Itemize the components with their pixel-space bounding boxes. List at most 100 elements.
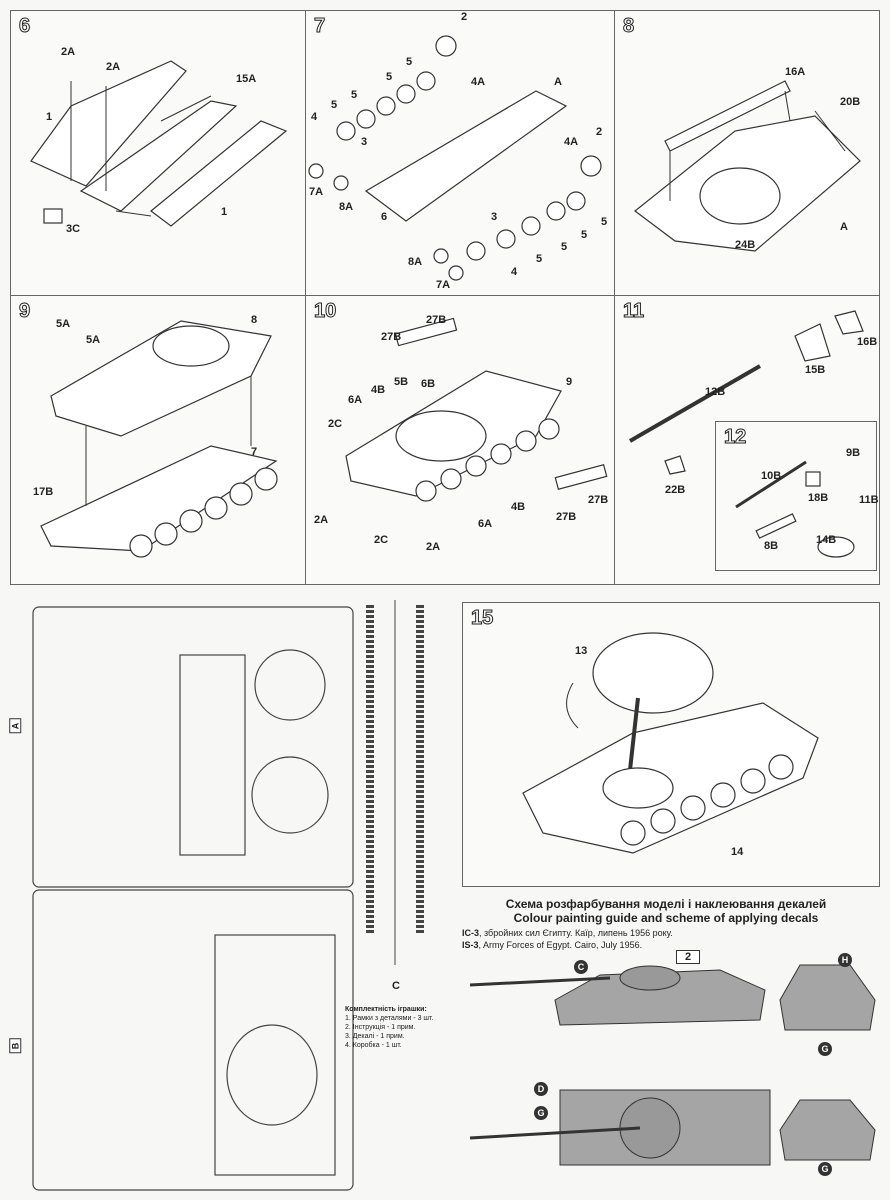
step-10-drawing (345, 317, 608, 502)
part-label: 5 (601, 216, 608, 228)
part-label: 27B (556, 511, 577, 523)
part-label: 27B (381, 331, 402, 343)
part-label: 2 (596, 126, 603, 138)
part-label: 9 (566, 376, 573, 388)
part-label: 12B (705, 386, 726, 398)
part-label: 16B (857, 336, 878, 348)
part-label: 14 (731, 846, 744, 858)
part-label: 6 (381, 211, 388, 223)
part-label: 15A (236, 73, 257, 85)
kit-item: 4. Коробка - 1 шт. (345, 1042, 402, 1049)
step-9-drawing (40, 320, 278, 558)
part-label: 10B (761, 470, 782, 482)
caption-ua-model: IC-3 (462, 928, 480, 938)
caption-en: IS-3, Army Forces of Egypt. Cairo, July … (462, 940, 642, 950)
caption-ua: IC-3, збройних сил Єгипту. Каїр, липень … (462, 928, 673, 938)
caption-en-text: , Army Forces of Egypt. Cairo, July 1956… (478, 940, 643, 950)
step-11-panel: 11 16B 15B 12B 22B 12 9B 10B 18B 11B 8B … (614, 295, 880, 585)
step-12-panel: 12 9B 10B 18B 11B 8B 14B (715, 421, 879, 571)
step-number: 7 (313, 15, 326, 38)
part-label: 4 (311, 111, 318, 123)
step-8-drawing (634, 80, 861, 252)
part-label: 2C (328, 418, 343, 430)
step-number: 8 (622, 15, 635, 38)
part-label: 18B (808, 492, 829, 504)
part-label: 5 (351, 89, 358, 101)
part-label: 5 (386, 71, 393, 83)
part-label: 5B (394, 376, 409, 388)
part-label: 22B (665, 484, 686, 496)
marker-g: G (818, 1042, 832, 1056)
step-number: 12 (723, 426, 747, 449)
part-label: 17B (33, 486, 54, 498)
part-label: 2A (426, 541, 441, 553)
part-label: 5A (86, 334, 101, 346)
part-label: 24B (735, 239, 756, 251)
part-label: 4A (471, 76, 486, 88)
guide-title-en: Colour painting guide and scheme of appl… (513, 911, 819, 925)
part-label: 14B (816, 534, 837, 546)
part-label: 2 (461, 11, 468, 23)
part-label: A (554, 76, 562, 88)
part-label: 9B (846, 447, 861, 459)
part-label: 27B (426, 314, 447, 326)
step-9-panel: 9 5A 5A 8 17B 7 (10, 295, 306, 585)
step-number: 6 (18, 15, 31, 38)
sprue-label-c: C (392, 980, 400, 992)
part-label: 2A (61, 46, 76, 58)
part-label: 8 (251, 314, 258, 326)
part-label: 1 (46, 111, 53, 123)
part-label: A (840, 221, 848, 233)
step-number: 11 (622, 300, 645, 323)
part-label: 27B (588, 494, 609, 506)
step-8-panel: 8 16A 20B A 24B (614, 10, 880, 296)
part-label: 4B (371, 384, 386, 396)
kit-item: 2. Інструкція - 1 прим. (345, 1024, 416, 1031)
part-label: 6B (421, 378, 436, 390)
part-label: 2A (314, 514, 329, 526)
part-label: 7 (251, 446, 258, 458)
marker-g: G (818, 1162, 832, 1176)
step-7-panel: 7 2 A 4A 4A 2 4 5 5 5 5 3 3 7A 8A 6 8A 7… (305, 10, 615, 296)
part-label: 5 (581, 229, 588, 241)
part-label: 5 (331, 99, 338, 111)
part-label: 8B (764, 540, 779, 552)
step-number: 9 (18, 300, 31, 323)
part-label: 20B (840, 96, 861, 108)
marker-c: C (574, 960, 588, 974)
part-label: 4 (511, 266, 518, 278)
step-6-drawing (30, 60, 288, 227)
part-label: 15B (805, 364, 826, 376)
step-number: 15 (470, 607, 494, 630)
kit-item: 1. Рамки з деталями - 3 шт. (345, 1015, 434, 1022)
decal-2-box: 2 (676, 950, 701, 964)
part-label: 5 (561, 241, 568, 253)
kit-item: 3. Декалі - 1 прим. (345, 1033, 405, 1040)
part-label: 5A (56, 318, 71, 330)
sprue-label-a: A (9, 718, 22, 734)
guide-title-ua: Схема розфарбування моделі і наклеювання… (505, 897, 827, 911)
part-label: 8A (339, 201, 354, 213)
part-label: 4B (511, 501, 526, 513)
sprue-drawing (32, 600, 424, 1191)
part-label: 7A (309, 186, 324, 198)
part-label: 2A (106, 61, 121, 73)
step-11-drawing (629, 310, 864, 475)
sprue-sheet: A B C Комплектність іграшки: 1. Рамки з … (0, 595, 460, 1195)
part-label: 8A (408, 256, 423, 268)
part-label: 1 (221, 206, 228, 218)
part-label: 3 (491, 211, 498, 223)
step-15-drawing (522, 632, 819, 854)
sprue-label-b: B (9, 1038, 22, 1054)
part-label: 3 (361, 136, 368, 148)
part-label: 11B (859, 494, 879, 506)
step-12-drawing (735, 460, 855, 558)
part-label: 13 (575, 645, 588, 657)
part-label: 5 (536, 253, 543, 265)
part-label: 6A (478, 518, 493, 530)
part-label: 6A (348, 394, 363, 406)
step-6-panel: 6 2A 2A 1 15A 3C 1 (10, 10, 306, 296)
marker-g: G (534, 1106, 548, 1120)
kit-contents: Комплектність іграшки: 1. Рамки з деталя… (345, 1005, 433, 1050)
step-number: 10 (313, 300, 337, 323)
